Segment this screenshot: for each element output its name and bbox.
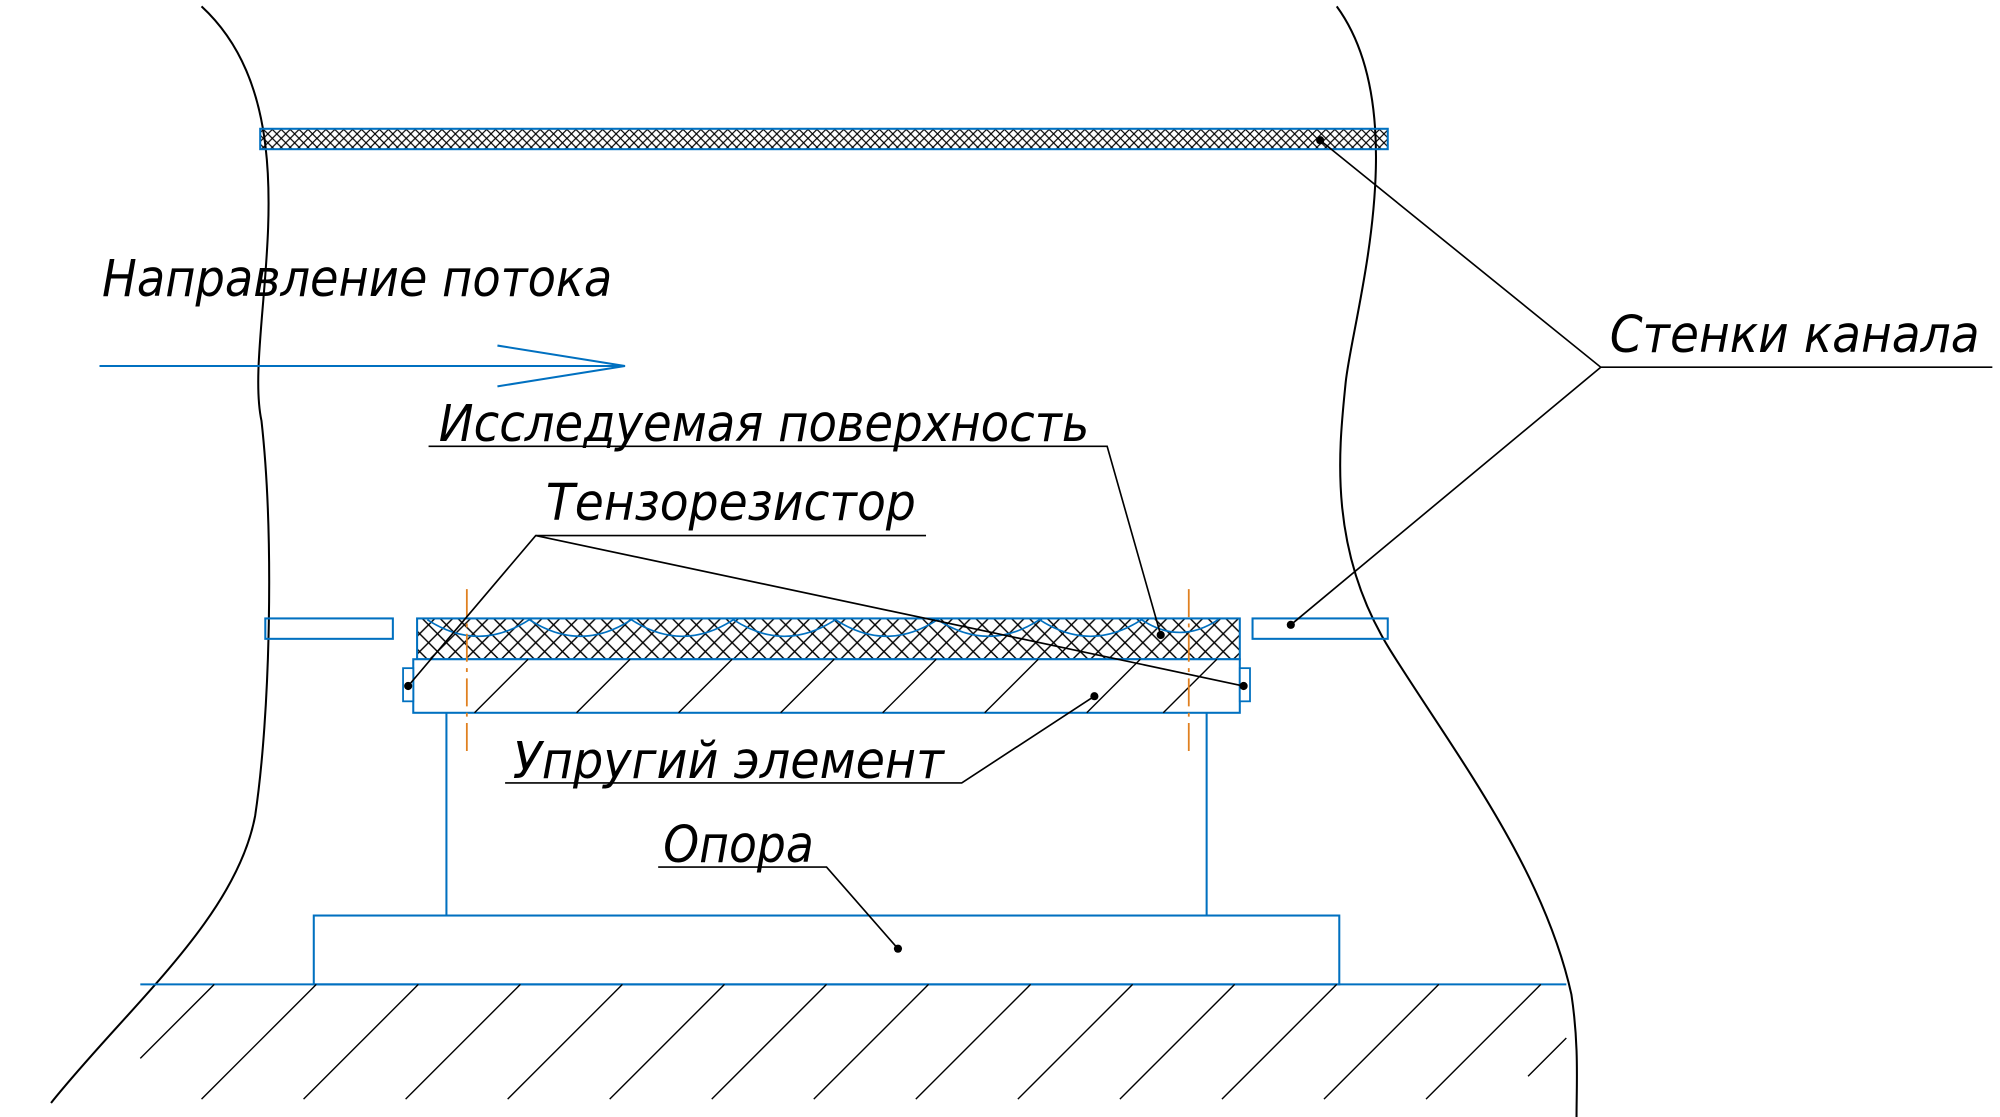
test-surface-scallops: [426, 618, 1219, 637]
support-base: [312, 914, 1341, 986]
elastic-element: [412, 658, 1241, 714]
channel-wall-left-segment: [264, 617, 394, 640]
flow-arrow-icon: [99, 344, 626, 388]
elastic-element-hatching: [473, 658, 1218, 714]
leader-lines: [407, 139, 1993, 950]
label-test-surface: Исследуемая поверхность: [439, 395, 1090, 454]
label-flow-direction: Направление потока: [102, 250, 612, 309]
label-elastic-element: Упругий элемент: [513, 732, 945, 791]
top-channel-wall: [259, 127, 1389, 151]
break-line-right: [1335, 5, 1578, 1117]
leader-dots: [404, 136, 1325, 953]
channel-wall-right-segment: [1251, 617, 1389, 640]
break-line-left: [50, 5, 271, 1104]
label-strain-gauge: Тензорезистор: [546, 474, 916, 533]
label-support: Опора: [663, 816, 814, 875]
label-channel-walls: Стенки канала: [1610, 306, 1980, 365]
ground-hatching: [139, 983, 1567, 1100]
